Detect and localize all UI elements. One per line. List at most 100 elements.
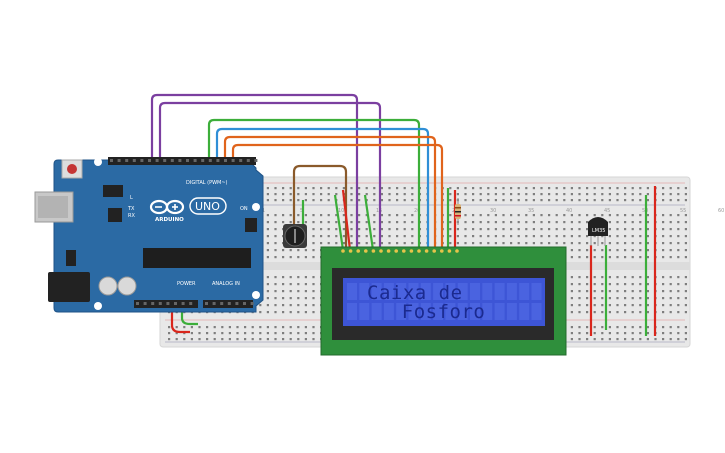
breadboard-hole (578, 214, 581, 217)
breadboard-hole (677, 311, 680, 314)
breadboard-hole (320, 228, 323, 231)
breadboard-hole (327, 228, 330, 231)
breadboard-hole (593, 214, 596, 217)
capacitor (117, 276, 137, 296)
breadboard-hole (274, 297, 277, 300)
breadboard-hole (190, 326, 193, 329)
breadboard-hole (669, 283, 672, 286)
breadboard-hole (297, 199, 300, 202)
breadboard-hole (236, 326, 239, 329)
breadboard-hole (616, 235, 619, 238)
breadboard-hole (365, 193, 368, 196)
breadboard-hole (259, 304, 262, 307)
breadboard-hole (616, 290, 619, 293)
breadboard-hole (616, 199, 619, 202)
breadboard-hole (624, 249, 627, 252)
potentiometer[interactable] (283, 224, 307, 248)
breadboard-hole (312, 297, 315, 300)
breadboard-hole (570, 228, 573, 231)
header-pin (231, 159, 235, 162)
breadboard-hole (662, 187, 665, 190)
breadboard-hole (684, 228, 687, 231)
breadboard-hole (608, 256, 611, 259)
lcd-char-cell (445, 283, 456, 300)
breadboard-column-number: 35 (528, 208, 534, 214)
breadboard-hole (540, 242, 543, 245)
breadboard-hole (532, 221, 535, 224)
breadboard-hole (464, 199, 467, 202)
breadboard-hole (289, 326, 292, 329)
breadboard-hole (601, 283, 604, 286)
breadboard-hole (350, 187, 353, 190)
breadboard-hole (487, 214, 490, 217)
power-header[interactable] (134, 300, 198, 308)
breadboard-hole (464, 235, 467, 238)
breadboard-hole (624, 290, 627, 293)
breadboard-hole (601, 338, 604, 341)
breadboard-hole (479, 235, 482, 238)
breadboard-hole (380, 199, 383, 202)
header-pin (143, 302, 147, 305)
breadboard-hole (259, 332, 262, 335)
breadboard-hole (380, 228, 383, 231)
breadboard-hole (662, 283, 665, 286)
breadboard-hole (327, 235, 330, 238)
breadboard-hole (662, 276, 665, 279)
breadboard-hole (616, 332, 619, 335)
breadboard-hole (282, 214, 285, 217)
breadboard-hole (487, 199, 490, 202)
breadboard-hole (677, 193, 680, 196)
breadboard-hole (274, 242, 277, 245)
breadboard-hole (259, 338, 262, 341)
reset-button[interactable] (67, 164, 77, 174)
header-pin (181, 302, 185, 305)
breadboard-hole (312, 249, 315, 252)
breadboard-hole (631, 326, 634, 329)
header-pin (193, 159, 197, 162)
breadboard-hole (548, 221, 551, 224)
breadboard-hole (487, 193, 490, 196)
breadboard-hole (586, 338, 589, 341)
breadboard-hole (646, 249, 649, 252)
breadboard-hole (662, 297, 665, 300)
breadboard-hole (532, 187, 535, 190)
wires (150, 93, 657, 336)
breadboard-hole (570, 187, 573, 190)
breadboard-hole (662, 228, 665, 231)
breadboard-hole (213, 332, 216, 335)
breadboard-hole (563, 214, 566, 217)
breadboard-hole (586, 193, 589, 196)
breadboard-hole (517, 228, 520, 231)
breadboard-hole (312, 187, 315, 190)
digital-header[interactable] (108, 157, 256, 165)
breadboard-hole (350, 235, 353, 238)
breadboard-hole (358, 235, 361, 238)
breadboard-hole (403, 242, 406, 245)
breadboard-hole (631, 304, 634, 307)
breadboard-hole (548, 228, 551, 231)
breadboard-hole (266, 297, 269, 300)
breadboard-hole (624, 256, 627, 259)
breadboard-hole (677, 326, 680, 329)
breadboard-hole (289, 187, 292, 190)
breadboard-hole (639, 249, 642, 252)
breadboard-hole (525, 187, 528, 190)
header-pin (212, 302, 216, 305)
breadboard-hole (677, 297, 680, 300)
breadboard-hole (684, 304, 687, 307)
lcd-char-cell (408, 303, 419, 320)
breadboard-hole (502, 242, 505, 245)
breadboard-hole (601, 332, 604, 335)
breadboard-hole (662, 214, 665, 217)
lcd-char-cell (347, 283, 357, 300)
breadboard-hole (411, 199, 414, 202)
breadboard-hole (563, 242, 566, 245)
breadboard-hole (304, 311, 307, 314)
breadboard-hole (646, 187, 649, 190)
breadboard-hole (570, 297, 573, 300)
breadboard-hole (669, 311, 672, 314)
breadboard-hole (654, 338, 657, 341)
breadboard-hole (327, 214, 330, 217)
breadboard-hole (639, 276, 642, 279)
